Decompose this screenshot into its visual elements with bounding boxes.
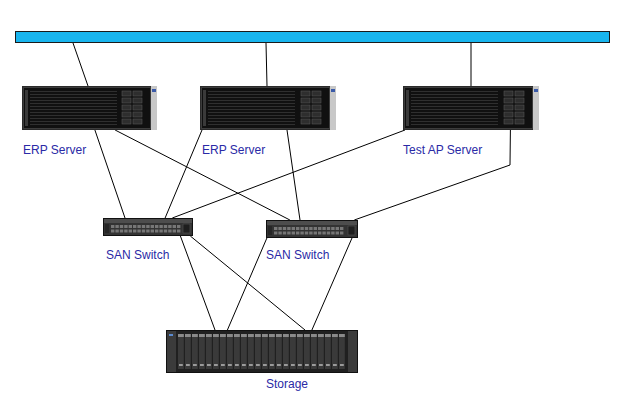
storage-icon: Storage	[166, 330, 358, 373]
fc-cable	[227, 238, 267, 330]
server-icon: ERP Server	[22, 86, 157, 130]
lan-drop	[471, 43, 472, 86]
device-drawing	[403, 86, 539, 130]
server-icon: ERP Server	[200, 86, 336, 130]
fc-cable	[165, 130, 202, 218]
lan-drop	[73, 43, 88, 86]
san-switch-icon: SAN Switch	[103, 218, 193, 236]
fc-cable	[287, 130, 300, 220]
device-drawing	[103, 218, 193, 236]
fc-cable	[180, 236, 215, 330]
device-label: Test AP Server	[403, 143, 482, 158]
fc-cable	[354, 130, 510, 220]
lan-drop	[266, 43, 267, 86]
device-drawing	[200, 86, 336, 130]
san-switch-icon: SAN Switch	[266, 220, 358, 238]
device-label: ERP Server	[23, 143, 86, 158]
device-label: SAN Switch	[106, 248, 169, 263]
device-label: Storage	[266, 377, 308, 392]
device-drawing	[22, 86, 157, 130]
fc-cable	[172, 130, 405, 218]
lan-bar	[16, 32, 610, 43]
device-label: SAN Switch	[266, 248, 329, 263]
device-label: ERP Server	[202, 143, 265, 158]
fc-cable	[95, 130, 125, 218]
device-drawing	[266, 220, 358, 238]
server-icon: Test AP Server	[403, 86, 539, 130]
device-drawing	[166, 330, 358, 373]
